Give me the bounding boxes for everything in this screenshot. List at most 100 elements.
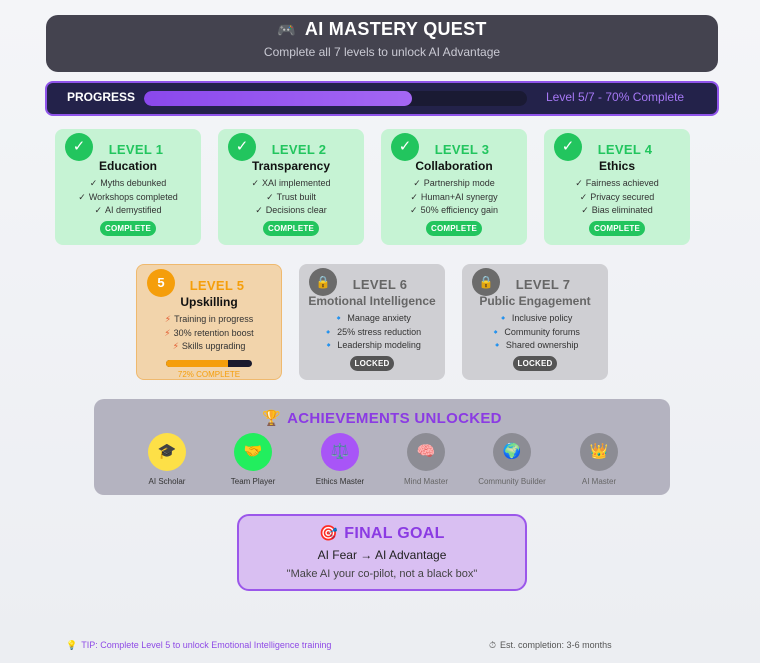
- progress-fill: [144, 91, 413, 106]
- level-items: ✓Fairness achieved ✓Privacy secured ✓Bia…: [544, 177, 690, 218]
- achievement-label: AI Master: [581, 477, 617, 486]
- lightning-icon: ⚡: [164, 327, 171, 338]
- achievement-ai-master[interactable]: 👑 AI Master: [554, 433, 644, 486]
- final-goal-subtitle: AI Fear → AI Advantage: [317, 548, 447, 562]
- diamond-icon: 🔹: [323, 340, 335, 350]
- quest-header: 🎮 AI MASTERY QUEST Complete all 7 levels…: [46, 15, 718, 72]
- final-goal-quote: "Make AI your co-pilot, not a black box": [286, 568, 478, 580]
- list-item: ✓Myths debunked: [89, 178, 167, 188]
- level-items: 🔹Manage anxiety 🔹25% stress reduction 🔹L…: [299, 312, 445, 353]
- check-icon: ✓: [228, 133, 256, 161]
- status-badge: LOCKED: [512, 355, 558, 371]
- list-item: ✓Human+AI synergy: [410, 191, 498, 202]
- achievement-label: Team Player: [230, 477, 276, 486]
- scales-icon: ⚖️: [321, 433, 359, 471]
- list-item: ⚡Training in progress: [164, 314, 254, 324]
- level-name: Education: [98, 159, 157, 173]
- final-goal-card: 🎯FINAL GOAL AI Fear → AI Advantage "Make…: [237, 514, 527, 591]
- achievement-label: Ethics Master: [315, 477, 365, 486]
- brain-icon: 🧠: [407, 433, 445, 471]
- lock-icon: 🔒: [309, 268, 337, 296]
- list-item: ✓Workshops completed: [78, 191, 178, 202]
- gamepad-icon: 🎮: [277, 22, 297, 39]
- progress-track: [144, 91, 527, 106]
- achievement-label: Community Builder: [478, 477, 546, 486]
- lightning-icon: ⚡: [164, 314, 172, 324]
- list-item: ✓50% efficiency gain: [410, 205, 498, 215]
- list-item: ✓AI demystified: [94, 205, 162, 215]
- lock-icon: 🔒: [472, 268, 500, 296]
- diamond-icon: 🔹: [491, 340, 503, 350]
- level-name: Transparency: [251, 159, 331, 173]
- level-name: Upskilling: [180, 295, 238, 309]
- diamond-icon: 🔹: [322, 326, 335, 337]
- level-items: 🔹Inclusive policy 🔹Community forums 🔹Sha…: [462, 312, 608, 353]
- target-icon: 🎯: [319, 525, 339, 542]
- diamond-icon: 🔹: [490, 326, 502, 337]
- status-badge: COMPLETE: [425, 220, 483, 236]
- level-items: ✓Myths debunked ✓Workshops completed ✓AI…: [55, 177, 201, 218]
- level-number-badge: 5: [147, 269, 175, 297]
- progress-status: Level 5/7 - 70% Complete: [546, 90, 685, 104]
- status-badge: COMPLETE: [262, 220, 320, 236]
- list-item: 🔹25% stress reduction: [322, 326, 422, 337]
- crown-icon: 👑: [580, 433, 618, 471]
- page-title-text: AI MASTERY QUEST: [304, 19, 487, 39]
- list-item: 🔹Community forums: [490, 326, 580, 337]
- level-items: ⚡Training in progress ⚡30% retention boo…: [137, 313, 281, 354]
- globe-icon: 🌍: [493, 433, 531, 471]
- level-items: ✓Partnership mode ✓Human+AI synergy ✓50%…: [381, 177, 527, 218]
- list-item: ✓Bias eliminated: [581, 205, 653, 215]
- lightning-icon: ⚡: [172, 341, 179, 351]
- status-badge: COMPLETE: [588, 220, 646, 236]
- tip-text: 💡TIP: Complete Level 5 to unlock Emotion…: [66, 640, 332, 650]
- check-icon: ✓: [391, 133, 419, 161]
- list-item: ⚡30% retention boost: [164, 327, 254, 338]
- progress-label: PROGRESS: [67, 90, 136, 104]
- check-icon: ✓: [554, 133, 582, 161]
- achievement-mind-master[interactable]: 🧠 Mind Master: [381, 433, 471, 486]
- level-name: Collaboration: [415, 159, 493, 173]
- level-card-3[interactable]: ✓ LEVEL 3 Collaboration ✓Partnership mod…: [381, 129, 527, 245]
- list-item: 🔹Shared ownership: [491, 340, 579, 350]
- level-number: LEVEL 4: [597, 142, 653, 157]
- level-number: LEVEL 5: [189, 278, 245, 293]
- level-progress-label: 72% COMPLETE: [177, 369, 241, 379]
- achievement-ai-scholar[interactable]: 🎓 AI Scholar: [122, 433, 212, 486]
- level-number: LEVEL 2: [271, 142, 327, 157]
- overall-progress-bar: PROGRESS Level 5/7 - 70% Complete: [45, 81, 719, 116]
- level-name: Emotional Intelligence: [308, 294, 436, 308]
- list-item: ✓XAI implemented: [251, 178, 331, 188]
- achievement-label: Mind Master: [403, 477, 448, 486]
- lightbulb-icon: 💡: [66, 640, 78, 650]
- level-progress-track: [166, 359, 252, 367]
- list-item: ✓Fairness achieved: [575, 178, 659, 188]
- status-badge: COMPLETE: [99, 220, 157, 236]
- check-icon: ✓: [65, 133, 93, 161]
- page-subtitle: Complete all 7 levels to unlock AI Advan…: [263, 45, 501, 59]
- level-name: Ethics: [598, 159, 635, 173]
- level-number: LEVEL 1: [108, 142, 164, 157]
- level-number: LEVEL 7: [515, 277, 571, 292]
- achievement-team-player[interactable]: 🤝 Team Player: [208, 433, 298, 486]
- trophy-icon: 🏆: [262, 410, 282, 427]
- list-item: 🔹Inclusive policy: [497, 313, 573, 323]
- achievement-label: AI Scholar: [148, 477, 186, 486]
- list-item: ✓Decisions clear: [255, 205, 327, 215]
- list-item: ✓Partnership mode: [413, 178, 495, 188]
- list-item: ✓Trust built: [266, 191, 316, 202]
- list-item: ✓Privacy secured: [579, 191, 655, 202]
- achievement-community-builder[interactable]: 🌍 Community Builder: [467, 433, 557, 486]
- level-name: Public Engagement: [479, 294, 591, 308]
- diamond-icon: 🔹: [497, 313, 509, 323]
- level-progress-fill: [166, 359, 228, 367]
- level-card-6[interactable]: 🔒 LEVEL 6 Emotional Intelligence 🔹Manage…: [299, 264, 445, 380]
- level-card-4[interactable]: ✓ LEVEL 4 Ethics ✓Fairness achieved ✓Pri…: [544, 129, 690, 245]
- achievement-ethics-master[interactable]: ⚖️ Ethics Master: [295, 433, 385, 486]
- level-card-5[interactable]: 5 LEVEL 5 Upskilling ⚡Training in progre…: [136, 264, 282, 380]
- list-item: 🔹Manage anxiety: [333, 313, 411, 323]
- level-card-7[interactable]: 🔒 LEVEL 7 Public Engagement 🔹Inclusive p…: [462, 264, 608, 380]
- level-card-2[interactable]: ✓ LEVEL 2 Transparency ✓XAI implemented …: [218, 129, 364, 245]
- level-card-1[interactable]: ✓ LEVEL 1 Education ✓Myths debunked ✓Wor…: [55, 129, 201, 245]
- graduation-cap-icon: 🎓: [148, 433, 186, 471]
